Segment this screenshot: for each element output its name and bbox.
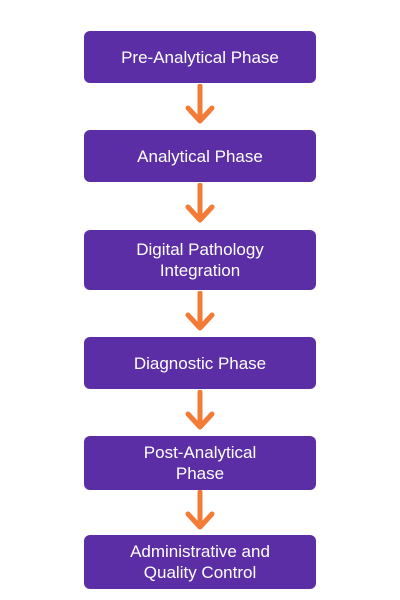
step-label: Digital Pathology Integration (136, 240, 264, 280)
step-label: Pre-Analytical Phase (121, 47, 279, 67)
arrow-down-icon (185, 183, 215, 225)
step-analytical-phase: Analytical Phase (84, 130, 316, 182)
step-label: Diagnostic Phase (133, 353, 267, 373)
step-label: Post-Analytical Phase (143, 443, 257, 483)
arrow-down-icon (185, 390, 215, 432)
arrow-down-icon (185, 291, 215, 333)
arrow-down-icon (185, 490, 215, 532)
step-diagnostic-phase: Diagnostic Phase (84, 337, 316, 389)
step-pre-analytical-phase: Pre-Analytical Phase (84, 31, 316, 83)
step-digital-pathology-integration: Digital Pathology Integration (84, 230, 316, 290)
step-administrative-quality-control: Administrative and Quality Control (84, 535, 316, 589)
step-post-analytical-phase: Post-Analytical Phase (84, 436, 316, 490)
step-label: Analytical Phase (137, 146, 263, 166)
arrow-down-icon (185, 84, 215, 126)
step-label: Administrative and Quality Control (130, 542, 270, 582)
